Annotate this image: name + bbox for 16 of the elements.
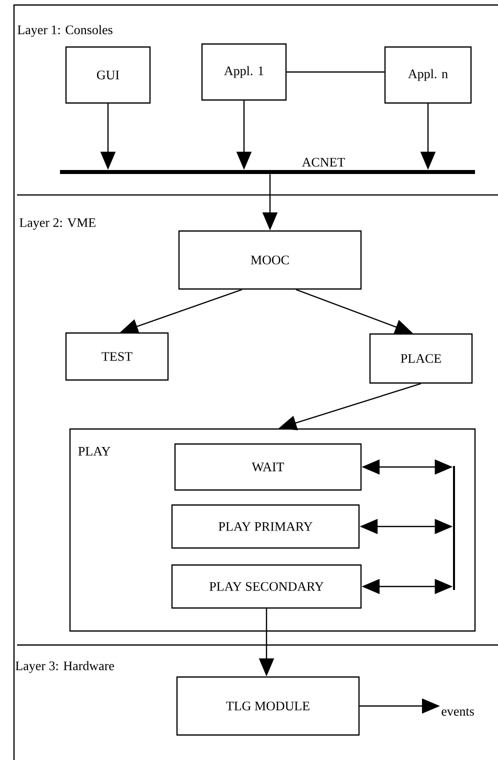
bus-line: ACNET	[60, 158, 475, 174]
process-box: GUI	[65, 46, 151, 104]
process-box: PLAY SECONDARY	[171, 564, 362, 609]
process-box: PLACE	[369, 333, 473, 384]
output-label: events	[442, 708, 474, 716]
process-box: MOOC	[178, 230, 362, 290]
bus-line	[453, 466, 455, 590]
process-box: WAIT	[174, 443, 362, 491]
layer-label: Layer 3: Hardware	[16, 661, 114, 673]
process-box: PLAY PRIMARY	[171, 504, 360, 549]
process-box: TLG MODULE	[176, 676, 360, 736]
layer-label: Layer 1: Consoles	[18, 25, 112, 37]
process-box: TEST	[65, 332, 169, 381]
process-box: Appl. n	[384, 46, 472, 104]
layer-label: Layer 2: VME	[20, 218, 96, 230]
process-box: Appl. 1	[201, 43, 287, 101]
